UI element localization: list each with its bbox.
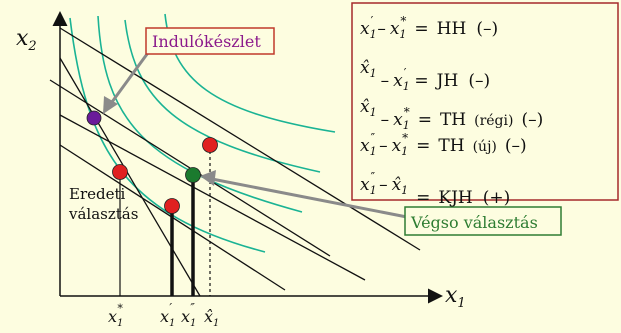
decomposition-legend: x1′–x1*=HH(–) x̂1–x1′=JH(–) x̂1–x1*=TH(r…: [351, 2, 619, 208]
point-start-purple: [86, 110, 102, 126]
point-x1-hat: [202, 137, 218, 153]
axes: [52, 11, 443, 304]
start-bundle-box: [145, 27, 275, 55]
drop-lines: [119, 145, 211, 296]
legend-row-hh: x1′–x1*=HH(–): [360, 14, 498, 41]
legend-rows: x1′–x1*=HH(–) x̂1–x1′=JH(–) x̂1–x1*=TH(r…: [360, 14, 543, 208]
tick-x1-star: x1*: [108, 302, 123, 329]
tick-x1-prime: x1′: [160, 301, 175, 329]
legend-row-jh: x̂1–x1′=JH(–): [360, 58, 490, 93]
original-choice-line1: Eredeti: [69, 185, 126, 203]
legend-row-th-old: x̂1–x1*=TH(régi)(–): [360, 97, 543, 132]
final-choice-label: Végso választás: [410, 213, 538, 232]
point-x1-prime: [164, 198, 180, 214]
legend-box: [351, 2, 619, 201]
start-bundle-callout: Indulókészlet: [145, 27, 275, 55]
legend-row-kjh: x1″–x̂1=KJH(+): [360, 170, 510, 208]
start-bundle-label: Indulókészlet: [152, 32, 261, 51]
legend-row-th-new: x1″–x1*=TH(új)(–): [360, 131, 527, 158]
original-choice-line2: választás: [68, 205, 138, 223]
point-final-choice: [185, 167, 201, 183]
budget-line-original: [59, 57, 201, 297]
choice-points: [86, 110, 218, 214]
start-arrow-shaft: [110, 49, 152, 103]
callout-arrows: [103, 49, 413, 220]
final-choice-box: [404, 206, 562, 236]
y-axis-label: x2: [16, 26, 37, 54]
final-arrow-head: [200, 170, 216, 186]
x-axis-label: x1: [445, 283, 466, 311]
budget-line-high: [59, 27, 421, 251]
final-choice-callout: Végso választás: [404, 206, 562, 236]
final-arrow-shaft: [211, 177, 413, 220]
tick-x1-hat: x̂1: [204, 307, 219, 329]
budget-line-middle: [59, 114, 366, 281]
start-arrow-head: [103, 96, 118, 114]
point-original-choice: [112, 164, 128, 180]
tick-x1-double-prime: x1″: [181, 301, 196, 329]
x-tick-labels: x1* x1′ x1″ x̂1: [108, 301, 219, 329]
indifference-curve-3: [124, 19, 321, 173]
